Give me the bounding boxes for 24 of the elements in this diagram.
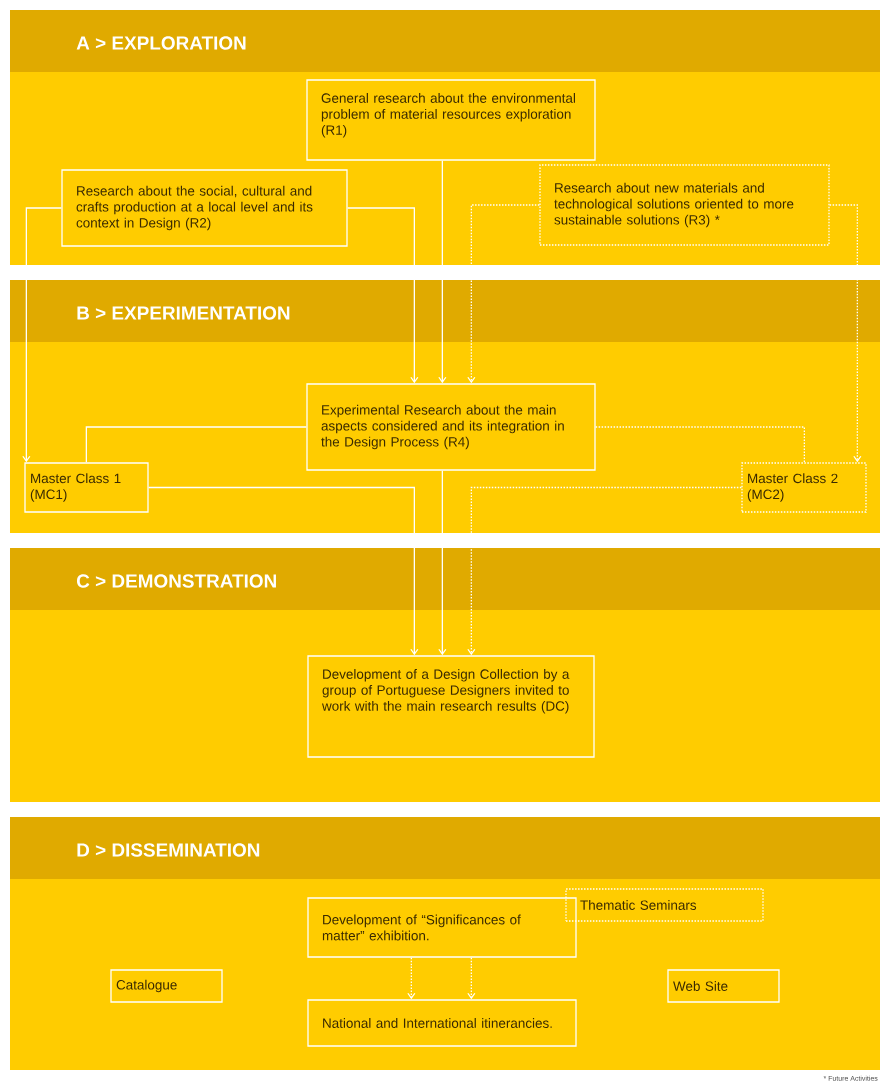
process-box: Master Class 1 (MC1)	[24, 462, 149, 513]
process-box: Catalogue	[110, 969, 223, 1003]
process-box: Research about new materials and technological solutions oriented to more sustainable solutions (R3) *	[539, 164, 830, 246]
arrow	[467, 957, 476, 1000]
process-box: Web Site	[667, 969, 780, 1003]
arrow	[829, 204, 862, 463]
process-box: Research about the social, cultural and crafts production at a local level and its context in Design (R2)	[61, 169, 348, 247]
arrow	[22, 207, 62, 463]
process-box: Development of a Design Collection by a group of Portuguese Designers invited to work with the main research results (DC)	[307, 655, 595, 758]
process-box: National and International itinerancies.	[307, 999, 577, 1047]
arrow	[438, 470, 447, 656]
process-box: Development of “Significances of matter” exhibition.	[307, 897, 577, 958]
process-box: General research about the environmental problem of material resources exploration (R1)	[306, 79, 596, 161]
process-box: Experimental Research about the main aspects considered and its integration in the Design Process (R4)	[306, 383, 596, 471]
arrow	[148, 486, 419, 656]
arrow	[347, 207, 419, 384]
arrow	[467, 486, 742, 656]
process-box: Master Class 2 (MC2)	[741, 462, 867, 513]
arrow	[407, 957, 416, 1000]
arrow	[467, 204, 540, 384]
connector-line	[595, 426, 805, 463]
connector-line	[85, 426, 307, 463]
arrow	[438, 160, 447, 384]
process-box: Thematic Seminars	[565, 888, 764, 922]
